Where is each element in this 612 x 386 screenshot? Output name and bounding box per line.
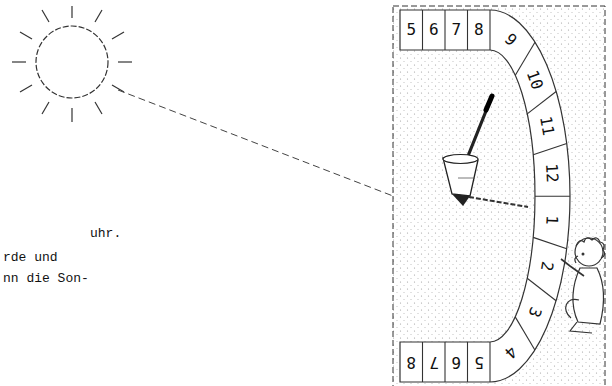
hour-divider [467,10,468,50]
hour-divider [489,10,490,50]
hour-cell: 5 [400,13,423,47]
hour-number: 6 [429,22,439,38]
hour-number: 12 [543,163,560,183]
sun [12,6,132,122]
hour-number: 7 [451,22,461,38]
hour-cell: 2 [525,241,566,291]
hour-cell: 8 [400,345,423,379]
hour-divider [422,342,423,382]
hour-divider [533,144,567,155]
hour-number: 9 [502,31,520,49]
hour-band [400,10,570,382]
hour-cell: 1 [533,196,569,243]
hour-divider [489,342,490,382]
hour-divider [467,342,468,382]
hour-cell: 6 [423,13,446,47]
hour-cell: 7 [423,345,446,379]
hour-cell: 12 [533,149,569,196]
text-fragment: uhr. [90,226,121,242]
child-figure [561,238,605,333]
hour-divider [533,237,567,248]
hour-cell: 5 [468,345,491,379]
hour-number: 3 [525,305,543,320]
hour-number: 1 [543,214,559,224]
hour-number: 10 [524,68,546,92]
hour-cell: 6 [445,345,468,379]
hour-divider [527,278,556,301]
sundial-board [393,6,605,386]
hour-number: 8 [474,22,484,38]
hour-band-outline [400,10,570,382]
hour-divider [422,10,423,50]
hour-number: 5 [474,354,484,370]
hour-number: 2 [537,260,554,272]
hour-number: 6 [451,354,461,370]
hour-number: 4 [502,343,520,361]
hour-cell: 7 [445,13,468,47]
hour-number: 11 [537,115,556,137]
text-fragment: rde und [3,250,58,266]
sun-ray-line [118,90,393,196]
hour-number: 7 [429,354,439,370]
hour-divider [444,10,445,50]
hour-cell: 8 [468,13,491,47]
hour-divider [444,342,445,382]
text-fragment: nn die Son- [3,271,89,287]
hour-cell: 11 [526,101,567,151]
hour-divider [527,91,556,113]
hour-divider [515,317,535,350]
gnomon-cup [443,96,492,206]
hour-divider [535,196,570,197]
shadow-line [469,197,528,207]
hour-number: 5 [406,22,416,38]
hour-number: 8 [406,354,416,370]
